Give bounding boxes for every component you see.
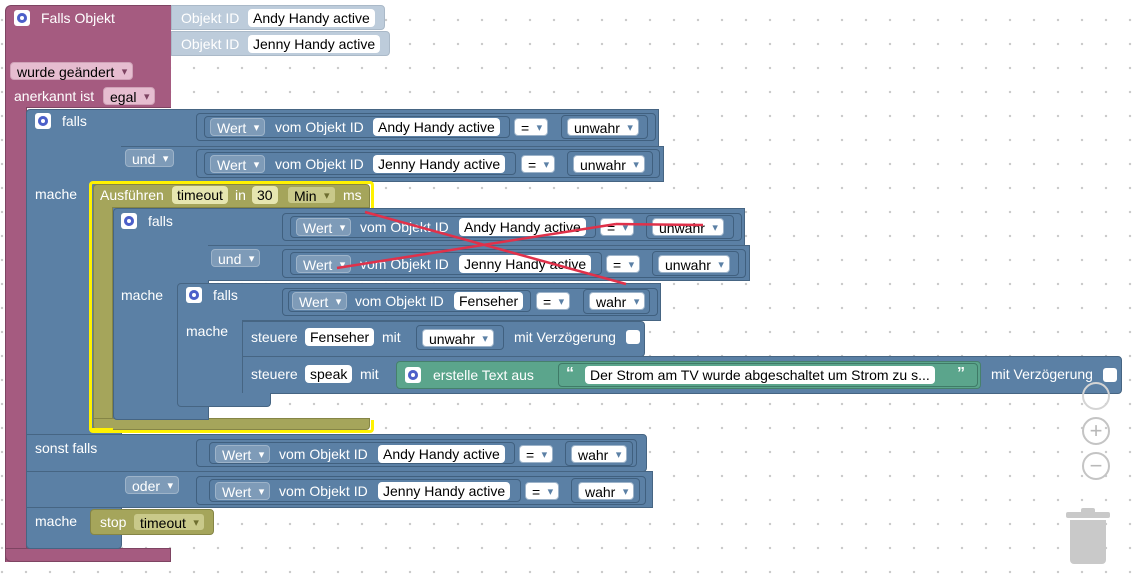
outer-oder-dropdown[interactable]: oder [125, 476, 180, 495]
innermost-if-settings-icon[interactable] [186, 287, 202, 303]
delay-label-2: mit Verzögerung [991, 366, 1093, 382]
control-value-dropdown-1[interactable]: unwahr [422, 329, 494, 348]
timeout-label: Ausführen [100, 187, 164, 203]
trigger-settings-icon[interactable] [14, 10, 30, 26]
timeout-ms-label: ms [343, 187, 362, 203]
vom-objekt-label-6: vom Objekt ID [279, 483, 368, 499]
ack-label: anerkannt ist [14, 88, 95, 104]
timeout-name-field[interactable]: timeout [172, 186, 228, 204]
text-join-label: erstelle Text aus [433, 367, 534, 383]
open-quote-icon: “ [566, 365, 574, 382]
object-field-3[interactable]: Andy Handy active [459, 218, 586, 236]
object-field-4[interactable]: Jenny Handy active [459, 255, 592, 273]
mit-label-2: mit [360, 366, 379, 382]
innermost-if-footer[interactable] [177, 393, 271, 407]
bool-dropdown-3[interactable]: unwahr [652, 218, 724, 237]
inner-if-falls-label: falls [148, 213, 173, 229]
zoom-out-icon[interactable]: − [1082, 452, 1110, 480]
operator-dropdown-1[interactable]: = [514, 118, 549, 137]
trigger-block-spine[interactable] [5, 107, 27, 562]
bool-dropdown-2[interactable]: unwahr [573, 155, 645, 174]
close-quote-icon: ” [957, 365, 965, 382]
timeout-in-label: in [235, 187, 246, 203]
timeout-value-field[interactable]: 30 [252, 186, 278, 204]
wert-dropdown-3[interactable]: Wert [296, 218, 352, 237]
vom-objekt-label-5: vom Objekt ID [279, 446, 368, 462]
object-id-field-1[interactable]: Andy Handy active [248, 9, 375, 27]
recenter-icon[interactable] [1082, 382, 1110, 410]
trash-lid [1066, 512, 1110, 518]
object-field-1[interactable]: Andy Handy active [373, 118, 500, 136]
wert-dropdown-4[interactable]: Wert [296, 255, 352, 274]
bool-dropdown-5[interactable]: wahr [571, 445, 628, 464]
vom-objekt-label-7: vom Objekt ID [355, 293, 444, 309]
operator-dropdown-2[interactable]: = [521, 155, 556, 174]
changed-dropdown[interactable]: wurde geändert [10, 62, 134, 81]
outer-sonst-falls-label: sonst falls [35, 440, 98, 456]
bool-dropdown-4[interactable]: unwahr [658, 255, 730, 274]
innermost-if-block[interactable] [177, 283, 243, 406]
inner-if-settings-icon[interactable] [121, 213, 137, 229]
vom-objekt-label-2: vom Objekt ID [275, 156, 364, 172]
text-field[interactable]: Der Strom am TV wurde abgeschaltet um St… [585, 366, 935, 384]
innermost-mache-label: mache [186, 323, 229, 339]
object-id-field-2[interactable]: Jenny Handy active [248, 35, 381, 53]
wert-dropdown-7[interactable]: Wert [292, 292, 348, 311]
operator-dropdown-7[interactable]: = [536, 292, 571, 311]
operator-dropdown-5[interactable]: = [519, 445, 554, 464]
trigger-title: Falls Objekt [41, 10, 115, 26]
timeout-block-spine[interactable] [93, 207, 113, 427]
object-field-7[interactable]: Fenseher [454, 292, 524, 310]
wert-dropdown-2[interactable]: Wert [210, 155, 266, 174]
object-id-label-1: Objekt ID [181, 10, 240, 26]
trigger-block-footer[interactable] [5, 548, 171, 562]
trigger-block-header[interactable] [5, 5, 171, 61]
object-id-label-2: Objekt ID [181, 36, 240, 52]
zoom-in-icon[interactable]: + [1082, 417, 1110, 445]
operator-dropdown-4[interactable]: = [606, 255, 641, 274]
object-field-2[interactable]: Jenny Handy active [373, 155, 506, 173]
object-field-5[interactable]: Andy Handy active [378, 445, 505, 463]
trash-handle [1081, 508, 1095, 513]
outer-und-dropdown[interactable]: und [125, 149, 175, 168]
stop-label: stop [100, 514, 127, 530]
delay-checkbox-1[interactable] [626, 330, 640, 344]
timeout-unit-dropdown[interactable]: Min [287, 186, 336, 205]
trash-can [1070, 520, 1106, 564]
inner-mache-label: mache [121, 287, 164, 303]
vom-objekt-label-3: vom Objekt ID [360, 219, 449, 235]
outer-mache-label: mache [35, 186, 78, 202]
control-object-field-2[interactable]: speak [305, 365, 353, 383]
bool-dropdown-7[interactable]: wahr [589, 292, 646, 311]
steuere-label-2: steuere [251, 366, 298, 382]
delay-label-1: mit Verzögerung [514, 329, 616, 345]
ack-dropdown[interactable]: egal [103, 87, 156, 106]
steuere-label-1: steuere [251, 329, 298, 345]
bool-dropdown-6[interactable]: wahr [578, 482, 635, 501]
timeout-block-footer[interactable] [93, 418, 370, 430]
inner-und-dropdown[interactable]: und [211, 249, 261, 268]
wert-dropdown-1[interactable]: Wert [210, 118, 266, 137]
operator-dropdown-6[interactable]: = [525, 482, 560, 501]
innermost-if-falls-label: falls [213, 287, 238, 303]
wert-dropdown-6[interactable]: Wert [215, 482, 271, 501]
stop-timeout-dropdown[interactable]: timeout [133, 513, 205, 532]
trash-icon[interactable] [1066, 508, 1110, 564]
outer-if-falls-label: falls [62, 113, 87, 129]
bool-dropdown-1[interactable]: unwahr [567, 118, 639, 137]
object-field-6[interactable]: Jenny Handy active [378, 482, 511, 500]
outer-mache-label-2: mache [35, 513, 78, 529]
control-object-field-1[interactable]: Fenseher [305, 328, 375, 346]
wert-dropdown-5[interactable]: Wert [215, 445, 271, 464]
vom-objekt-label-1: vom Objekt ID [275, 119, 364, 135]
delay-checkbox-2[interactable] [1103, 368, 1117, 382]
vom-objekt-label-4: vom Objekt ID [360, 256, 449, 272]
operator-dropdown-3[interactable]: = [600, 218, 635, 237]
mit-label-1: mit [382, 329, 401, 345]
text-join-settings-icon[interactable] [405, 367, 421, 383]
outer-if-settings-icon[interactable] [35, 113, 51, 129]
